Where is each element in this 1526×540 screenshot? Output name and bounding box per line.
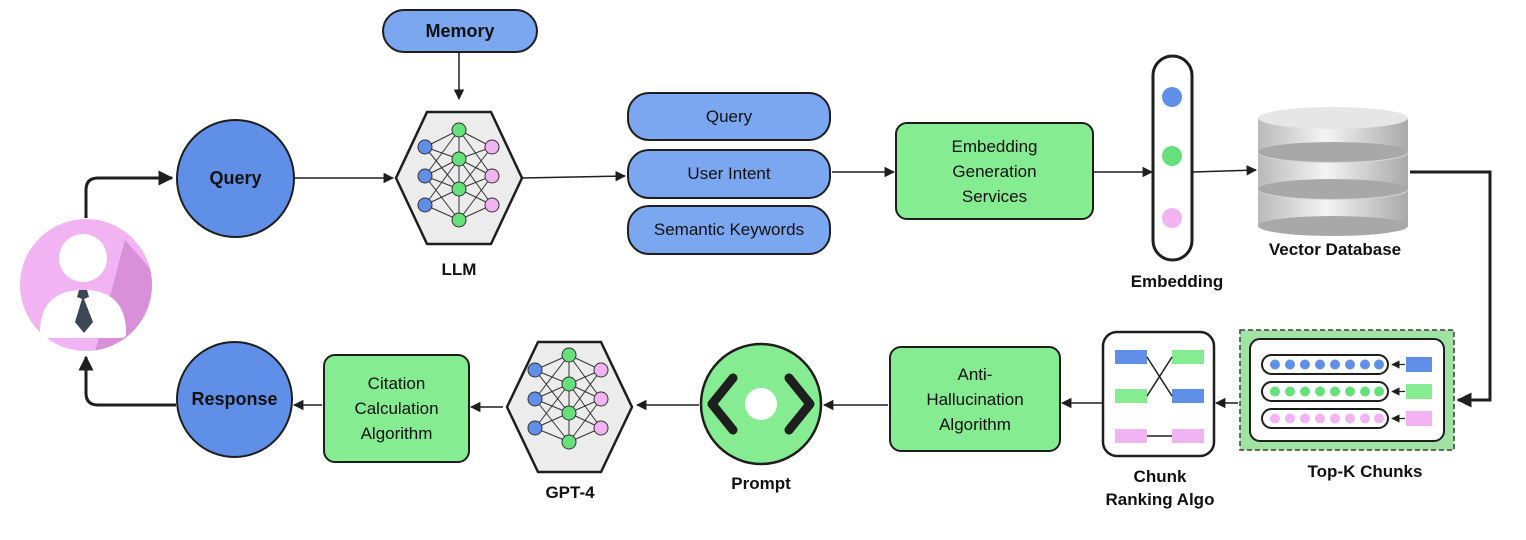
top-k-chunks-icon	[1239, 329, 1455, 451]
embedding-caption: Embedding	[1130, 272, 1224, 291]
connectors	[78, 52, 1492, 413]
prompt-code-icon	[699, 342, 823, 466]
citation-calculation-algorithm: Citation Calculation Algorithm	[323, 354, 470, 463]
arrow-llm-to-outputs	[521, 170, 627, 182]
response-node: Response	[176, 341, 293, 458]
llm-output-query: Query	[627, 92, 831, 141]
gpt4-network-icon	[505, 340, 634, 474]
query-node: Query	[176, 119, 295, 238]
embedding-vector-icon	[1151, 54, 1194, 262]
llm-caption: LLM	[441, 260, 477, 279]
memory-node: Memory	[382, 9, 538, 53]
llm-network-icon	[394, 110, 524, 246]
llm-output-user-intent: User Intent	[627, 149, 831, 199]
llm-output-semantic-keywords: Semantic Keywords	[627, 205, 831, 255]
database-icon	[1258, 107, 1408, 236]
arrow-user-to-query	[84, 170, 174, 218]
chunk-ranking-icon	[1101, 330, 1216, 458]
prompt-caption: Prompt	[731, 474, 791, 493]
vector-database-caption: Vector Database	[1268, 240, 1402, 259]
arrow-embedding-to-db	[1192, 165, 1258, 176]
embedding-generation-services: Embedding Generation Services	[895, 122, 1094, 220]
chunk-ranking-caption: Chunk Ranking Algo	[1105, 467, 1215, 509]
tie-icon	[75, 290, 93, 333]
anti-hallucination-algorithm: Anti- Hallucination Algorithm	[889, 346, 1061, 452]
gpt4-caption: GPT-4	[545, 483, 595, 502]
arrow-response-to-user	[78, 355, 176, 407]
user-avatar	[20, 219, 152, 351]
top-k-chunks-caption: Top-K Chunks	[1307, 462, 1423, 481]
arrow-db-to-topk	[1410, 170, 1492, 408]
avatar-head	[59, 234, 107, 282]
